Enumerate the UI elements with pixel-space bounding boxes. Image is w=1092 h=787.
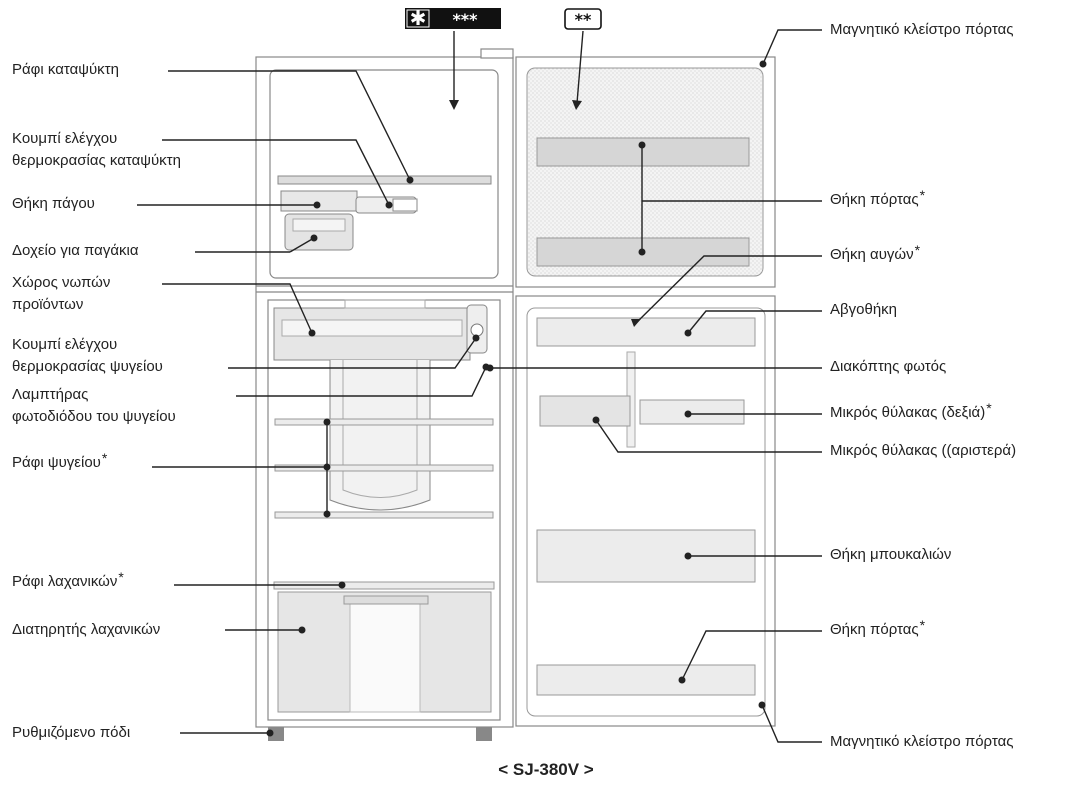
freezer-rating-four-star: ✱ *** (405, 6, 501, 30)
freezer-rating-text: *** (452, 10, 478, 29)
ice-tray (280, 190, 358, 212)
label-ice-box: Δοχείο για παγάκια (12, 242, 139, 259)
label-egg-tray: Αβγοθήκη (830, 301, 898, 318)
label-chilled-line1: Χώρος νωπών (12, 274, 111, 291)
label-ice-tray: Θήκη πάγου (12, 195, 95, 212)
label-door-pocket-bottom: Θήκη πόρτας* (830, 617, 926, 638)
label-led-line2: φωτοδιόδου του ψυγείου (12, 408, 176, 425)
label-fridge-shelf: Ράφι ψυγείου* (12, 450, 108, 471)
leader-dots (266, 60, 767, 737)
label-fridge-control-line2: θερμοκρασίας ψυγείου (12, 358, 163, 375)
air-duct (329, 360, 431, 511)
fridge-shelves (274, 418, 494, 519)
small-pocket-right (639, 399, 745, 425)
door-rating-text: ** (575, 10, 592, 29)
svg-text:✱: ✱ (410, 6, 427, 30)
label-fridge-control-line1: Κουμπί ελέγχου (12, 336, 118, 353)
label-foot: Ρυθμιζόμενο πόδι (12, 724, 131, 741)
label-freezer-control-line1: Κουμπί ελέγχου (12, 130, 118, 147)
label-crisper-shelf: Ράφι λαχανικών* (12, 569, 124, 590)
freezer-door (515, 56, 776, 288)
label-egg-pocket: Θήκη αυγών* (830, 242, 921, 263)
fridge-door-pocket-bottom (536, 664, 756, 696)
arrowheads (449, 100, 641, 327)
freezer-rating-two-star: ** (564, 8, 602, 30)
label-freezer-control-line2: θερμοκρασίας καταψύκτη (12, 152, 181, 169)
label-small-pocket-left: Μικρός θύλακας ((αριστερά) (830, 442, 1017, 459)
label-light-switch: Διακόπτης φωτός (830, 358, 947, 375)
label-door-pocket-top: Θήκη πόρτας* (830, 187, 926, 208)
label-bottle-pocket: Θήκη μπουκαλιών (830, 546, 952, 563)
fridge-door (515, 295, 776, 727)
leader-lines (137, 29, 822, 743)
freezer-shelf (277, 175, 492, 185)
label-crisper: Διατηρητής λαχανικών (12, 621, 161, 638)
model-caption: < SJ-380V > (498, 760, 594, 779)
small-pocket-left (539, 395, 631, 427)
label-chilled-line2: προϊόντων (12, 296, 84, 313)
label-led-line1: Λαμπτήρας (12, 386, 89, 403)
label-magnet-bottom: Μαγνητικό κλείστρο πόρτας (830, 733, 1014, 750)
label-small-pocket-right: Μικρός θύλακας (δεξιά)* (830, 400, 992, 421)
label-magnet-top: Μαγνητικό κλείστρο πόρτας (830, 21, 1014, 38)
egg-tray (536, 317, 756, 347)
label-freezer-shelf: Ράφι καταψύκτη (12, 61, 119, 78)
